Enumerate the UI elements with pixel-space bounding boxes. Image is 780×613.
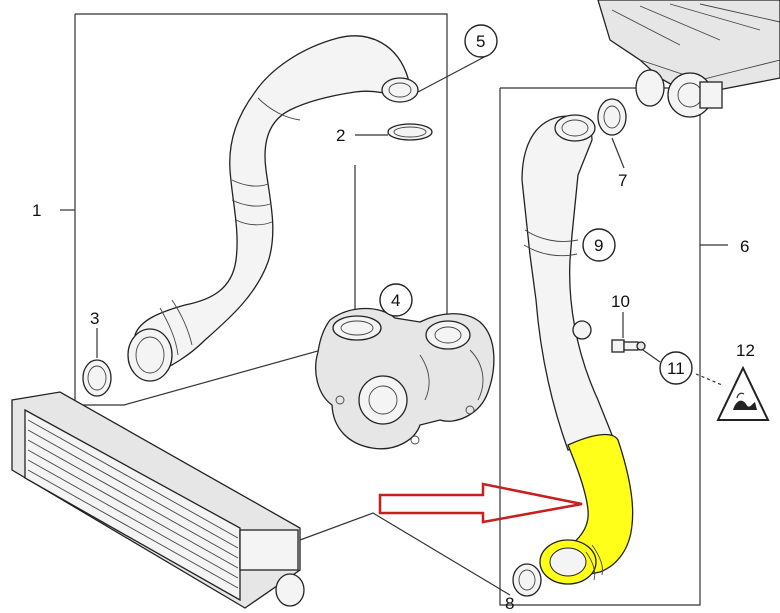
callout-8: 8 [505,594,514,613]
charge-air-pipe-right [521,114,613,451]
seal-ring-bottom [512,563,542,597]
sensor-10 [611,339,646,353]
callout-circle-5 [464,24,498,58]
callout-circle-11 [659,351,693,385]
turbocharger [315,307,495,450]
callout-circle-9 [582,228,616,262]
leader-7 [611,137,625,169]
callout-11: 11 [667,359,685,378]
callout-1: 1 [32,201,41,220]
seal-ring-2 [387,123,433,141]
group-frame-right [499,87,701,606]
callout-7: 7 [618,171,627,190]
red-pointer-arrow-icon [378,482,583,524]
callout-3: 3 [90,309,99,328]
highlighted-hose [539,433,634,585]
leader-11 [642,349,661,363]
callout-5: 5 [476,32,485,51]
leader-12 [695,373,723,386]
callout-circle-4 [379,283,413,317]
leader-8-path [299,512,511,596]
seal-ring-3 [82,359,112,397]
intercooler [11,391,305,609]
group-frame-left [74,13,448,406]
callout-4: 4 [391,291,400,310]
callout-2: 2 [336,126,345,145]
callout-9: 9 [594,236,603,255]
leader-5 [417,54,489,93]
callout-6: 6 [740,237,749,256]
callout-10: 10 [611,292,630,311]
hot-surface-warning-icon [716,365,770,421]
seal-ring-7 [597,98,627,136]
engine-cylinder-head [597,0,780,118]
charge-air-hose-upper [127,35,419,382]
callout-12: 12 [736,341,755,360]
